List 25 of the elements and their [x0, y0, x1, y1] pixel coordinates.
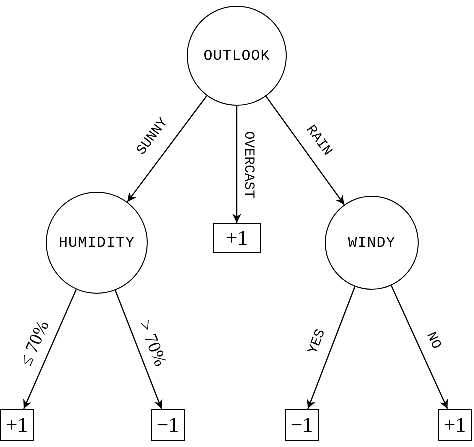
- attribute-name: WINDY: [348, 234, 396, 252]
- leaf-value: +1: [6, 412, 28, 438]
- edge-label: NO: [422, 330, 444, 352]
- leaf-value: +1: [444, 412, 466, 438]
- leaf-value: +1: [226, 226, 248, 250]
- arrow: [307, 286, 356, 410]
- attribute-name: HUMIDITY: [58, 234, 135, 252]
- edge-label: > 70%: [134, 318, 171, 370]
- arrow: [266, 96, 345, 206]
- leaf-value: −1: [290, 412, 314, 438]
- arrow: [390, 286, 448, 410]
- leaf-box: [438, 409, 472, 441]
- edge-label: ≤ 70%: [15, 317, 54, 370]
- arrow: [232, 106, 242, 223]
- arrow: [127, 96, 208, 203]
- leaf-box: [285, 409, 319, 441]
- attribute-name: OUTLOOK: [204, 48, 270, 64]
- leaf-box: [213, 223, 261, 253]
- edge-label: YES: [306, 327, 330, 357]
- leaf-value: −1: [156, 412, 180, 438]
- leaf-box: [151, 409, 185, 441]
- arrow: [114, 290, 163, 410]
- arrow: [23, 289, 78, 410]
- leaf-box: [0, 409, 34, 441]
- edge-label: OVERCAST: [240, 130, 256, 198]
